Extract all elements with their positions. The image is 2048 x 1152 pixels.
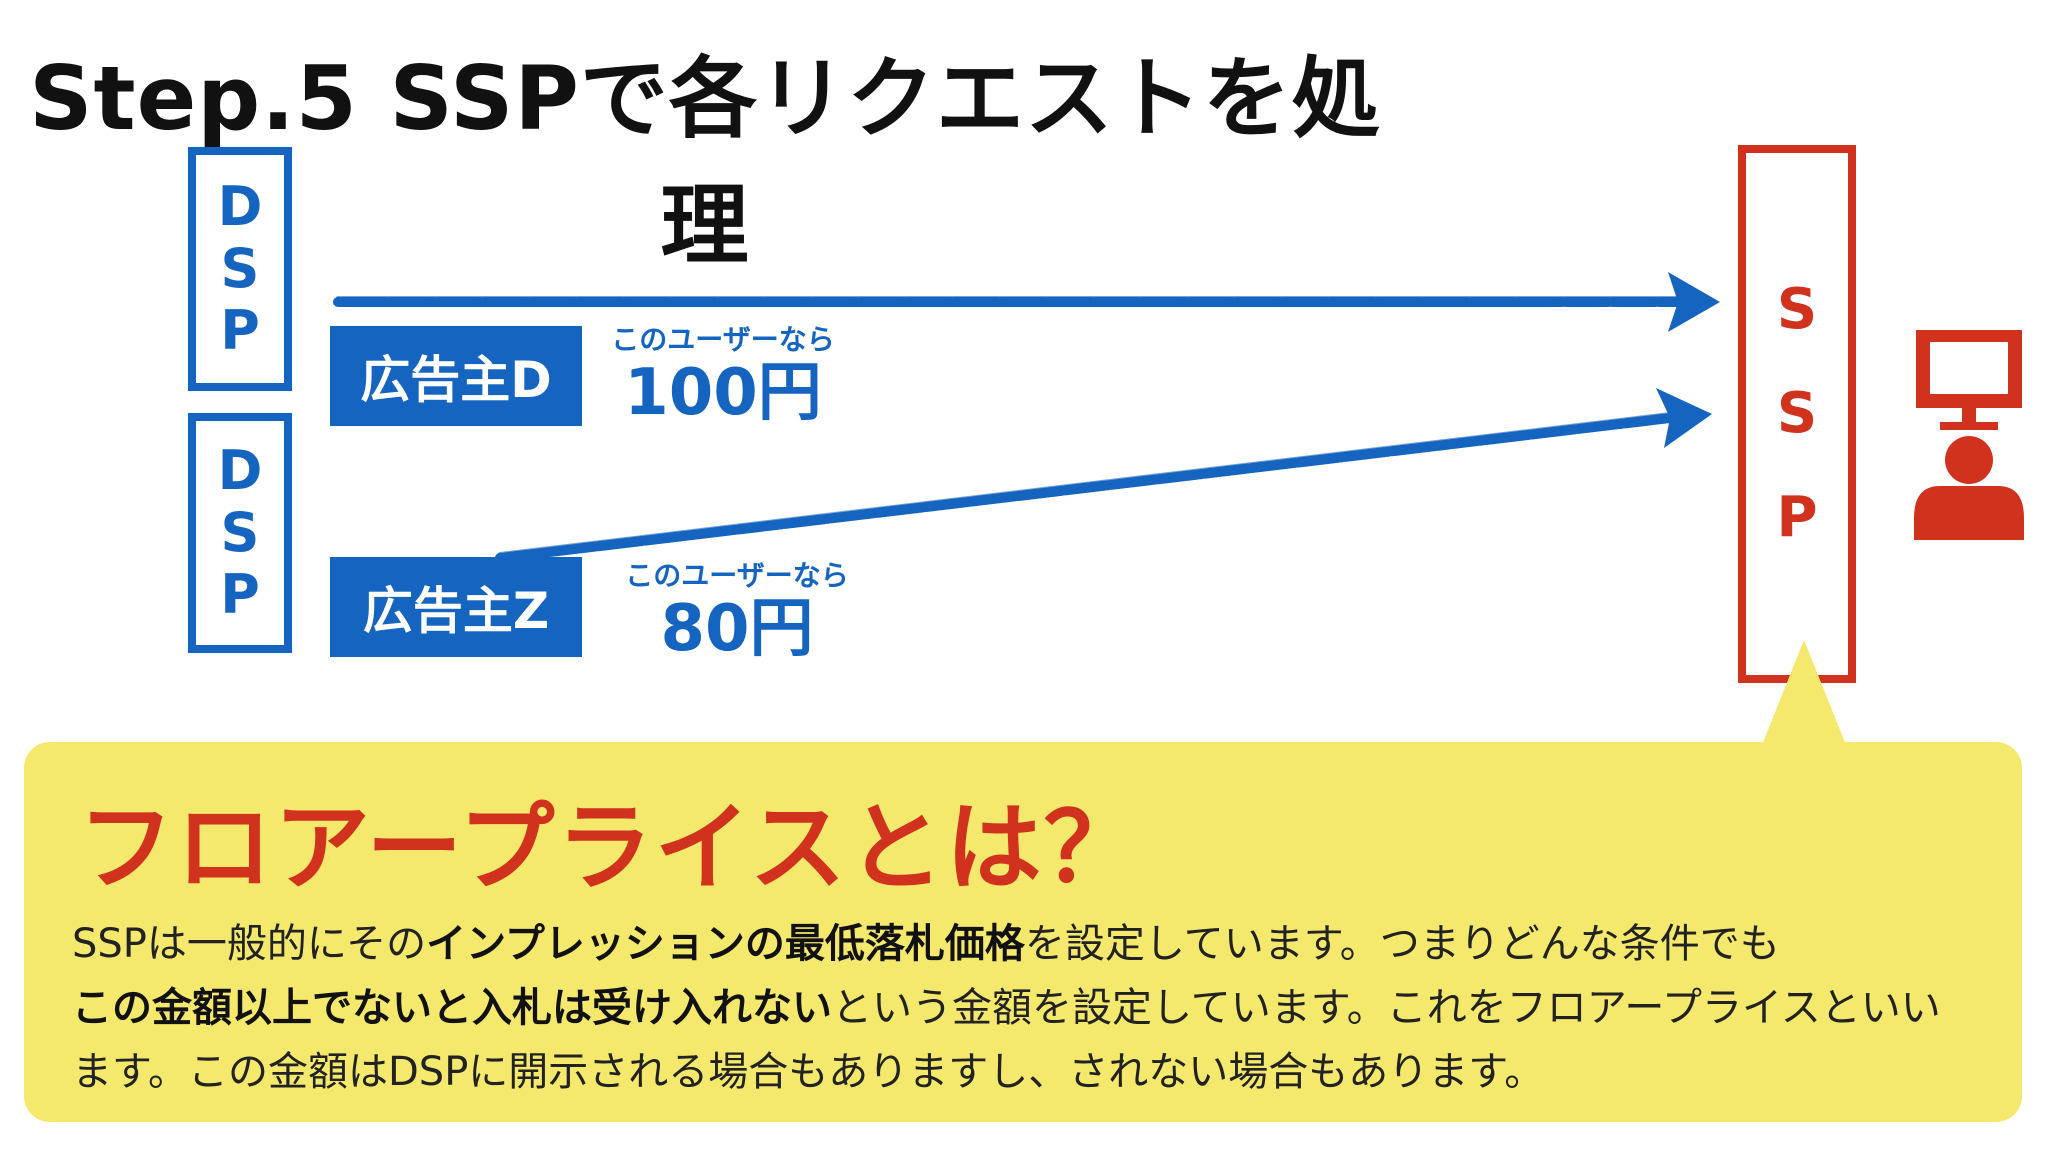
- ssp-letter: P: [1776, 485, 1818, 550]
- bid-price: 100円: [624, 356, 822, 430]
- dsp-letter: P: [220, 299, 260, 362]
- bid-price: 80円: [660, 592, 814, 666]
- ssp-box: S S P: [1738, 145, 1856, 683]
- page-title: Step.5 SSPで各リクエストを処理: [29, 47, 1381, 277]
- dsp-box-top: D S P: [188, 147, 292, 391]
- ssp-letter: S: [1776, 277, 1818, 342]
- dsp-letter: D: [217, 439, 263, 502]
- callout-title: フロアープライスとは？: [78, 792, 1142, 904]
- arrow-right-icon: [333, 272, 1720, 332]
- callout-emphasis: インプレッションの最低落札価格: [426, 921, 1025, 967]
- bid-caption: このユーザーなら: [625, 559, 849, 592]
- computer-user-icon: [1914, 330, 2024, 540]
- dsp-letter: D: [217, 175, 263, 238]
- callout-text: SSPは一般的にその: [72, 921, 427, 967]
- dsp-letter: S: [220, 501, 260, 564]
- dsp-letter: P: [220, 563, 260, 626]
- callout-pointer: [1760, 640, 1848, 750]
- advertiser-z-label: 広告主Z: [330, 557, 582, 657]
- callout-text: という金額を設定しています。これをフロアープライスといいます。この金額はDSPに…: [72, 985, 1941, 1095]
- advertiser-z-bid: このユーザーなら 80円: [612, 554, 862, 664]
- bid-caption: このユーザーなら: [611, 323, 835, 356]
- arrow-right-icon: [495, 388, 1712, 563]
- ssp-letter: S: [1776, 381, 1818, 446]
- advertiser-d-bid: このユーザーなら 100円: [598, 318, 848, 428]
- advertiser-d-label: 広告主D: [330, 326, 582, 426]
- callout-emphasis: この金額以上でないと入札は受け入れない: [72, 985, 832, 1031]
- dsp-letter: S: [220, 237, 260, 300]
- dsp-box-bottom: D S P: [188, 413, 292, 653]
- callout-body: SSPは一般的にそのインプレッションの最低落札価格を設定しています。つまりどんな…: [72, 912, 1972, 1104]
- callout-box: [24, 742, 2022, 1122]
- callout-text: を設定しています。つまりどんな条件でも: [1024, 921, 1780, 967]
